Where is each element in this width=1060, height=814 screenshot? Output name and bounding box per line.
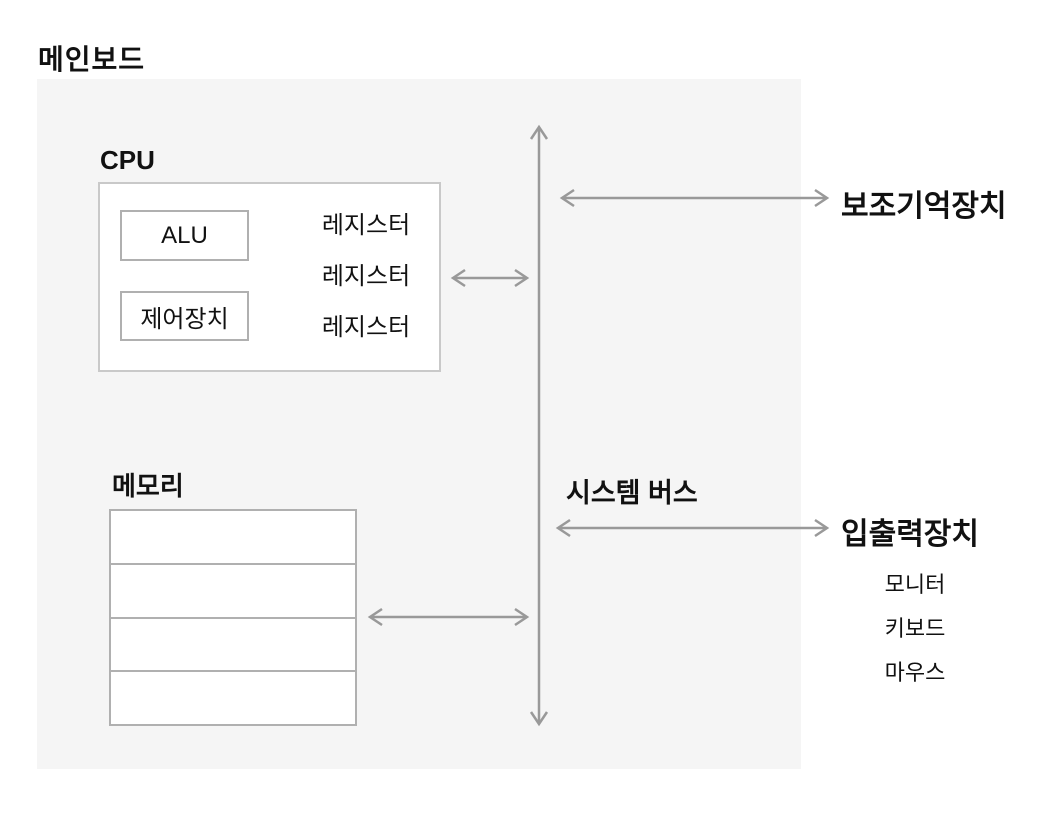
memory-cell: [109, 670, 357, 726]
secondary-storage-label: 보조기억장치: [841, 190, 1007, 223]
alu-box: ALU: [120, 210, 249, 261]
io-device-list: 모니터 키보드 마우스: [850, 570, 980, 688]
system-bus-label: 시스템 버스: [566, 478, 698, 508]
memory-cell: [109, 616, 357, 673]
control-unit-label: 제어장치: [140, 305, 229, 333]
memory-label: 메모리: [112, 471, 184, 501]
register-label-2: 레지스터: [321, 263, 411, 290]
memory-cell: [109, 509, 357, 565]
register-label-1: 레지스터: [321, 212, 411, 239]
io-devices-label: 입출력장치: [841, 518, 979, 551]
alu-label: ALU: [161, 221, 208, 249]
memory-cell: [109, 562, 357, 619]
io-device-monitor: 모니터: [884, 572, 946, 597]
memory-box: [109, 509, 357, 726]
control-unit-box: 제어장치: [120, 291, 249, 341]
cpu-label: CPU: [100, 145, 155, 175]
page-title: 메인보드: [38, 44, 146, 75]
register-label-3: 레지스터: [321, 314, 411, 341]
io-device-keyboard: 키보드: [884, 616, 946, 641]
io-device-mouse: 마우스: [884, 660, 946, 685]
